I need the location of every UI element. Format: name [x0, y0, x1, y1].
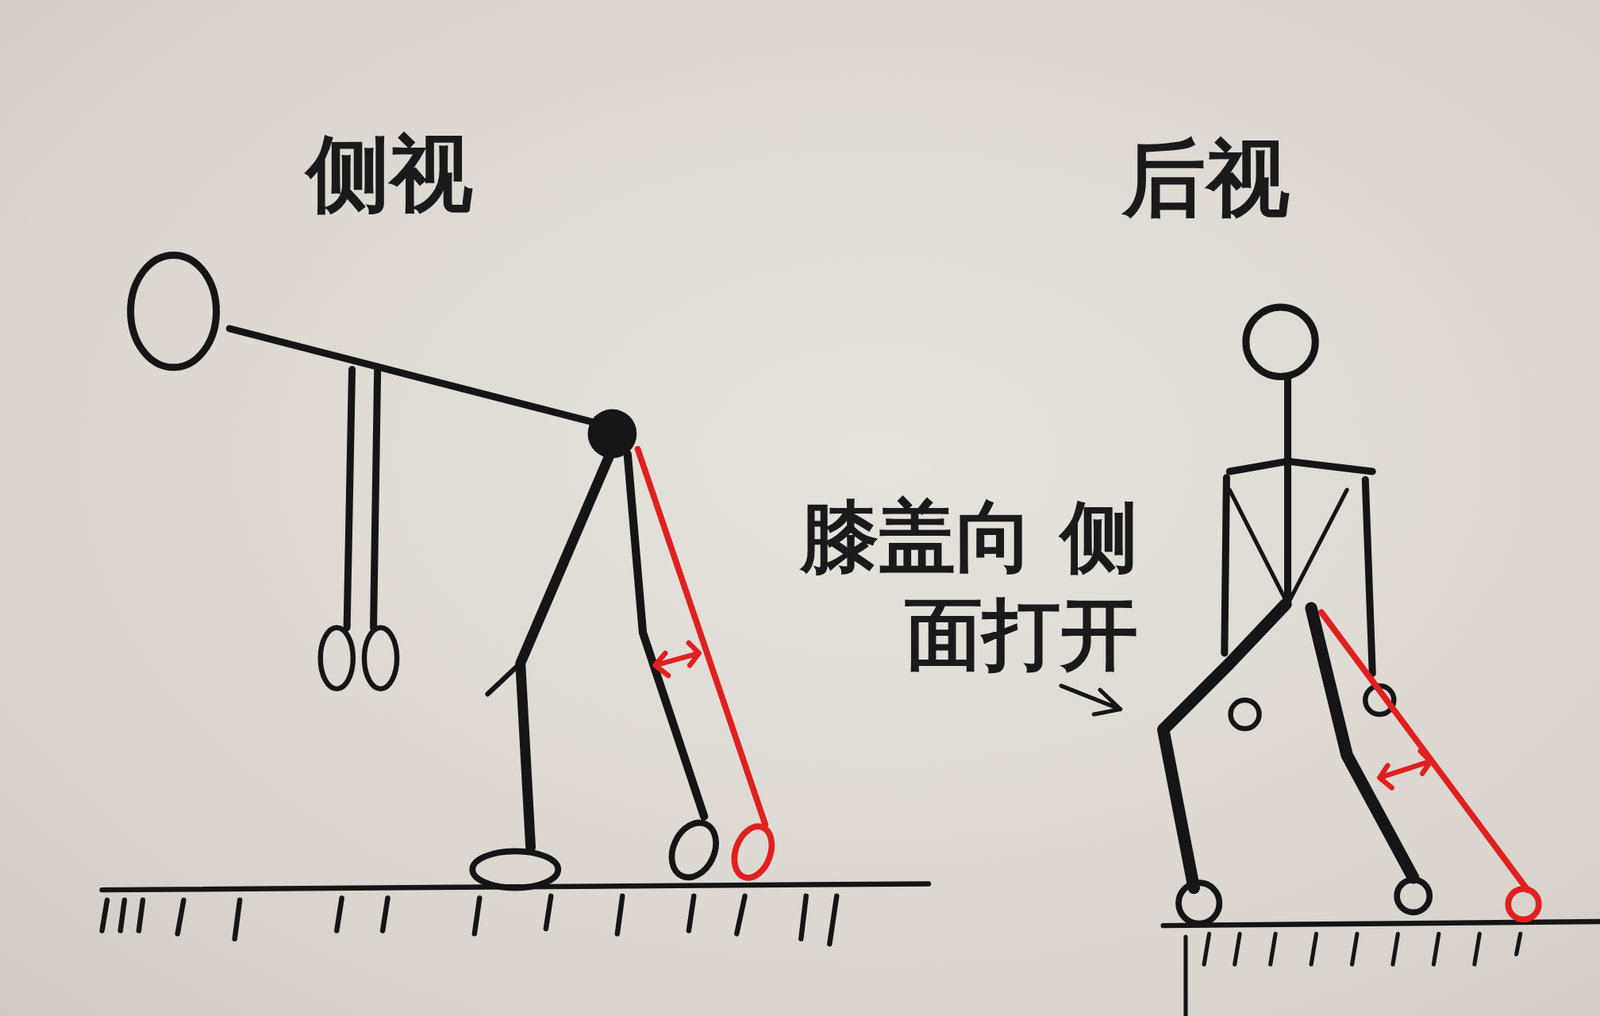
view-label: 侧视: [306, 122, 572, 225]
callout-note: 膝盖向 侧面打开: [785, 488, 1139, 685]
view-label: 后视: [1122, 127, 1388, 231]
hip-joint: [588, 409, 638, 459]
